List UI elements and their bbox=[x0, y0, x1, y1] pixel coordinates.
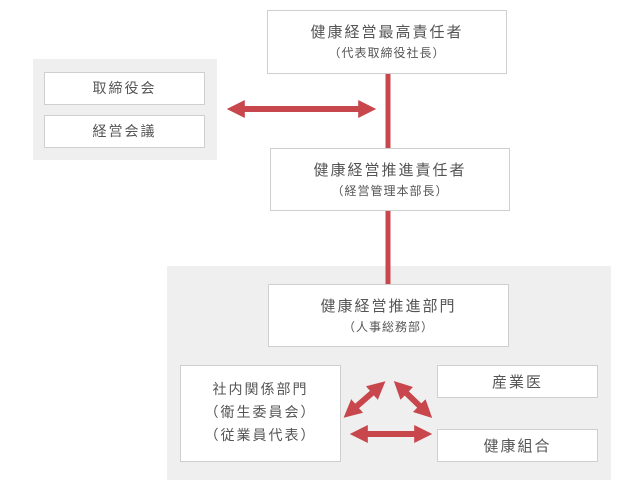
chief-officer-subtitle: （代表取締役社長） bbox=[328, 46, 446, 60]
board-item-directors-label: 取締役会 bbox=[92, 80, 157, 97]
relations-line-1: 社内関係部門 bbox=[212, 382, 309, 398]
department-box: 健康経営推進部門 （人事総務部） bbox=[268, 284, 509, 347]
relations-line-2: （衛生委員会） bbox=[204, 405, 317, 421]
chief-officer-box: 健康経営最高責任者 （代表取締役社長） bbox=[267, 10, 507, 74]
doctor-title: 産業医 bbox=[491, 372, 543, 391]
doctor-box: 産業医 bbox=[437, 365, 598, 398]
department-title: 健康経営推進部門 bbox=[320, 296, 457, 315]
board-item-directors: 取締役会 bbox=[44, 72, 205, 105]
union-title: 健康組合 bbox=[483, 436, 552, 455]
promoter-subtitle: （経営管理本部長） bbox=[331, 183, 449, 198]
department-subtitle: （人事総務部） bbox=[342, 319, 434, 334]
chief-officer-title: 健康経営最高責任者 bbox=[310, 23, 464, 41]
arrow-doctor-union bbox=[393, 381, 433, 418]
union-box: 健康組合 bbox=[437, 429, 598, 462]
arrow-relations-doctor bbox=[343, 381, 386, 418]
promoter-box: 健康経営推進責任者 （経営管理本部長） bbox=[270, 148, 510, 211]
board-item-management: 経営会議 bbox=[44, 115, 205, 148]
promoter-title: 健康経営推進責任者 bbox=[313, 160, 467, 179]
relations-line-3: （従業員代表） bbox=[204, 428, 317, 444]
relations-box: 社内関係部門 （衛生委員会） （従業員代表） bbox=[180, 365, 341, 462]
board-item-management-label: 経営会議 bbox=[92, 123, 157, 140]
